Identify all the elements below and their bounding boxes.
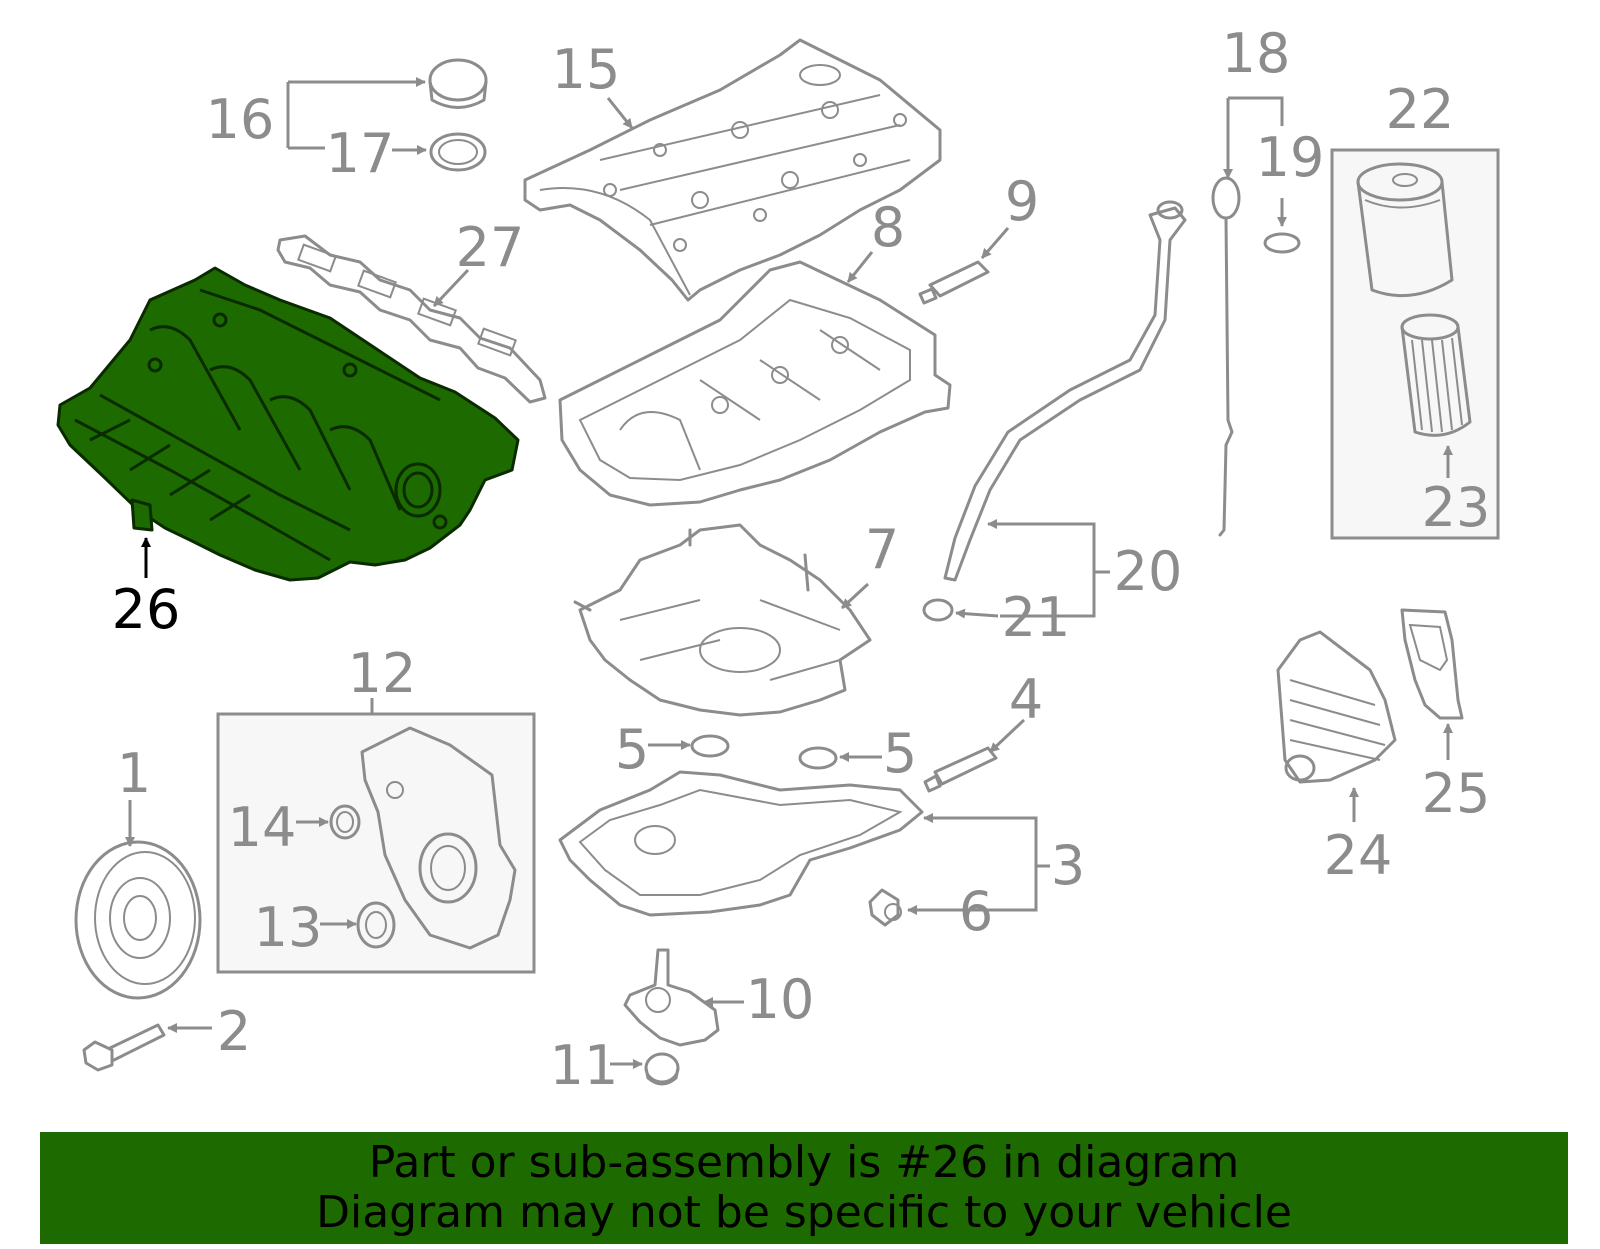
- info-banner: Part or sub-assembly is #26 in diagram D…: [40, 1132, 1568, 1244]
- callout-15: 15: [552, 38, 621, 101]
- callout-19: 19: [1256, 126, 1325, 189]
- callout-14: 14: [228, 796, 297, 859]
- part-valve-cover[interactable]: [523, 38, 942, 302]
- callout-25: 25: [1422, 762, 1491, 825]
- callout-20: 20: [1114, 540, 1183, 603]
- part-group-box-12: [216, 712, 536, 974]
- part-crank-pulley[interactable]: [74, 840, 202, 1000]
- part-sensor-4[interactable]: [923, 746, 998, 793]
- callout-10: 10: [746, 968, 815, 1031]
- part-cap-seal[interactable]: [429, 132, 487, 172]
- callout-16: 16: [206, 88, 275, 151]
- callout-13: 13: [254, 896, 323, 959]
- part-seal-14[interactable]: [329, 804, 361, 840]
- leader-lines: [125, 82, 1453, 1069]
- part-lower-crankcase[interactable]: [558, 260, 952, 507]
- part-oil-level-sensor[interactable]: [623, 948, 720, 1047]
- callout-5a: 5: [615, 718, 649, 781]
- part-intake-manifold[interactable]: [56, 266, 520, 582]
- part-seal-5b[interactable]: [798, 746, 838, 770]
- part-baffle-plate[interactable]: [573, 523, 872, 717]
- part-group-box-22: [1330, 148, 1500, 540]
- callout-8: 8: [871, 196, 905, 259]
- callout-11: 11: [550, 1034, 619, 1097]
- callout-7: 7: [865, 518, 899, 581]
- part-sensor-seal-11[interactable]: [644, 1052, 680, 1086]
- callout-1: 1: [117, 742, 151, 805]
- callout-12: 12: [348, 642, 417, 705]
- part-cooler-gasket[interactable]: [1400, 608, 1464, 720]
- part-oil-pan[interactable]: [558, 770, 924, 917]
- part-manifold-gasket[interactable]: [276, 234, 547, 404]
- callout-3: 3: [1051, 834, 1085, 897]
- callout-23: 23: [1422, 476, 1491, 539]
- callout-27: 27: [456, 216, 525, 279]
- part-sensor-9[interactable]: [918, 260, 990, 305]
- callout-4: 4: [1009, 668, 1043, 731]
- banner-line-1: Part or sub-assembly is #26 in diagram: [368, 1137, 1240, 1188]
- callout-17: 17: [326, 122, 395, 185]
- part-oil-cooler[interactable]: [1276, 630, 1397, 784]
- part-dipstick[interactable]: [1211, 176, 1241, 537]
- banner-line-2: Diagram may not be specific to your vehi…: [316, 1187, 1292, 1238]
- part-dipstick-tube[interactable]: [943, 200, 1187, 582]
- callout-26: 26: [112, 578, 181, 641]
- part-seal-5a[interactable]: [690, 734, 730, 758]
- part-timing-cover[interactable]: [360, 726, 517, 950]
- part-dipstick-oring[interactable]: [1263, 232, 1301, 254]
- callout-labels: 1 2 3 4 5 5 6 7 8 9 10 11 12 13 14 15 16…: [112, 22, 1491, 1097]
- callout-24: 24: [1324, 824, 1393, 887]
- part-oil-filter-element[interactable]: [1400, 313, 1472, 437]
- callout-18: 18: [1222, 22, 1291, 85]
- callout-21: 21: [1002, 586, 1071, 649]
- part-pulley-bolt[interactable]: [82, 1023, 166, 1072]
- part-oil-filter-housing[interactable]: [1356, 162, 1454, 298]
- callout-2: 2: [217, 1000, 251, 1063]
- callout-22: 22: [1386, 78, 1455, 141]
- part-drain-plug[interactable]: [868, 888, 902, 927]
- callout-5b: 5: [883, 722, 917, 785]
- callout-6: 6: [959, 880, 993, 943]
- part-seal-13[interactable]: [356, 901, 396, 949]
- part-oil-filler-cap[interactable]: [428, 58, 488, 109]
- callout-9: 9: [1005, 170, 1039, 233]
- part-tube-oring[interactable]: [922, 598, 954, 622]
